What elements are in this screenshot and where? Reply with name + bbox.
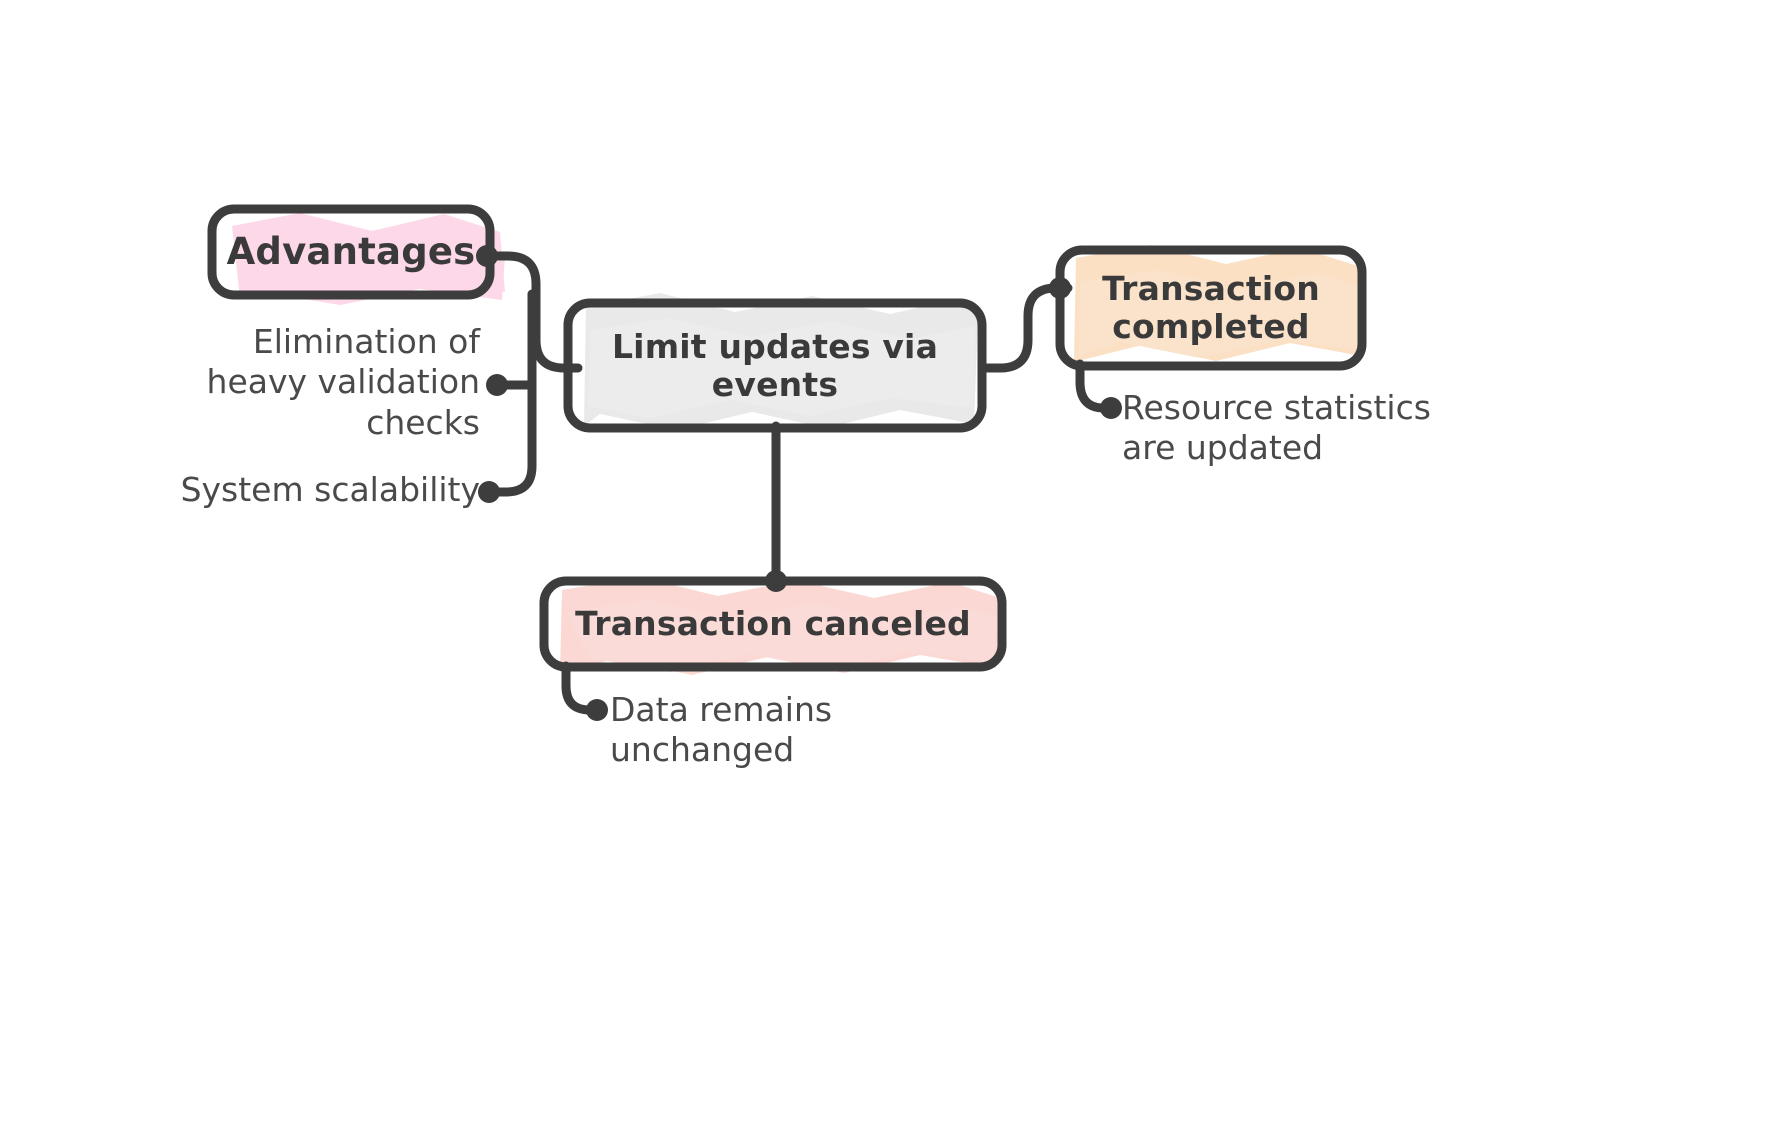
node-box-center[interactable] — [563, 298, 987, 433]
node-box-advantages[interactable] — [207, 204, 495, 300]
connector-center-to-completed — [979, 283, 1073, 373]
highlight-center — [584, 293, 978, 430]
dot-scalability — [478, 481, 500, 503]
highlight-completed — [1074, 245, 1362, 362]
node-box-canceled[interactable] — [539, 576, 1007, 672]
dot-resource-stats — [1100, 397, 1122, 419]
highlight-advantages — [232, 213, 505, 305]
connector-advantages-trunk — [487, 289, 537, 497]
dot-data-unchanged — [586, 699, 608, 721]
node-box-completed[interactable] — [1055, 245, 1367, 371]
highlight-canceled — [560, 577, 1000, 675]
dot-elimination — [486, 374, 508, 396]
